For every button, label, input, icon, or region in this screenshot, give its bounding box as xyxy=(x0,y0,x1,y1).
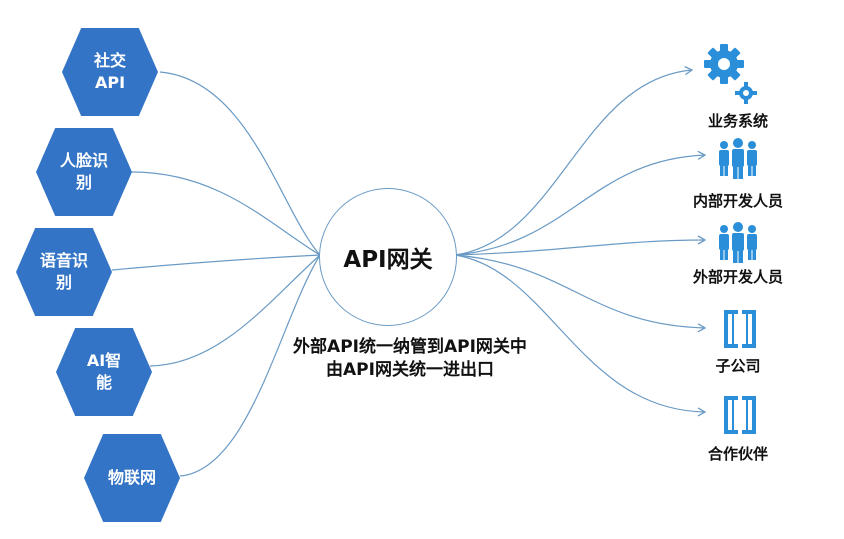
building-icon xyxy=(724,310,756,348)
gateway-circle: API网关 xyxy=(319,188,457,326)
source-hex-social-api: 社交 API xyxy=(62,28,158,116)
source-label-line1: 人脸识 xyxy=(59,151,108,170)
connector-external-devs xyxy=(454,235,707,256)
caption-line1: 外部API统一纳管到API网关中 xyxy=(293,337,527,357)
people-group-icon xyxy=(719,222,757,263)
people-group-icon xyxy=(719,138,757,179)
connector-subsidiary xyxy=(454,254,707,333)
target-label-business-system: 业务系统 xyxy=(707,112,768,130)
source-label-line1: 社交 xyxy=(93,51,126,70)
connector-voice-recognition xyxy=(111,254,321,271)
target-label-internal-devs: 内部开发人员 xyxy=(692,192,783,210)
source-label-line2: 别 xyxy=(75,173,92,192)
source-label-line2: API xyxy=(94,73,126,92)
source-label-line1: 语音识 xyxy=(39,251,88,270)
source-label-line1: AI智 xyxy=(86,351,122,370)
target-label-external-devs: 外部开发人员 xyxy=(692,268,783,286)
gears-icon xyxy=(704,44,757,104)
source-hex-voice-recognition: 语音识别 xyxy=(16,228,112,316)
connector-internal-devs xyxy=(454,150,707,256)
connector-ai xyxy=(149,254,321,367)
gateway-caption: 外部API统一纳管到API网关中 由API网关统一进出口 xyxy=(250,336,570,382)
connector-face-recognition xyxy=(131,171,321,256)
source-hex-iot: 物联网 xyxy=(84,434,180,522)
target-label-partner: 合作伙伴 xyxy=(707,445,768,463)
connector-social-api xyxy=(159,71,321,256)
connector-partner xyxy=(454,254,707,417)
connector-iot xyxy=(179,254,321,477)
source-label-line2: 能 xyxy=(95,373,112,392)
source-hex-face-recognition: 人脸识别 xyxy=(36,128,132,216)
target-label-subsidiary: 子公司 xyxy=(715,357,761,375)
building-icon xyxy=(724,396,756,434)
source-hex-ai: AI智能 xyxy=(56,328,152,416)
caption-line2: 由API网关统一进出口 xyxy=(326,360,494,380)
source-label-line2: 别 xyxy=(55,273,72,292)
gateway-label: API网关 xyxy=(343,247,433,273)
connector-business-system xyxy=(454,66,694,256)
source-label-line1: 物联网 xyxy=(107,468,156,487)
